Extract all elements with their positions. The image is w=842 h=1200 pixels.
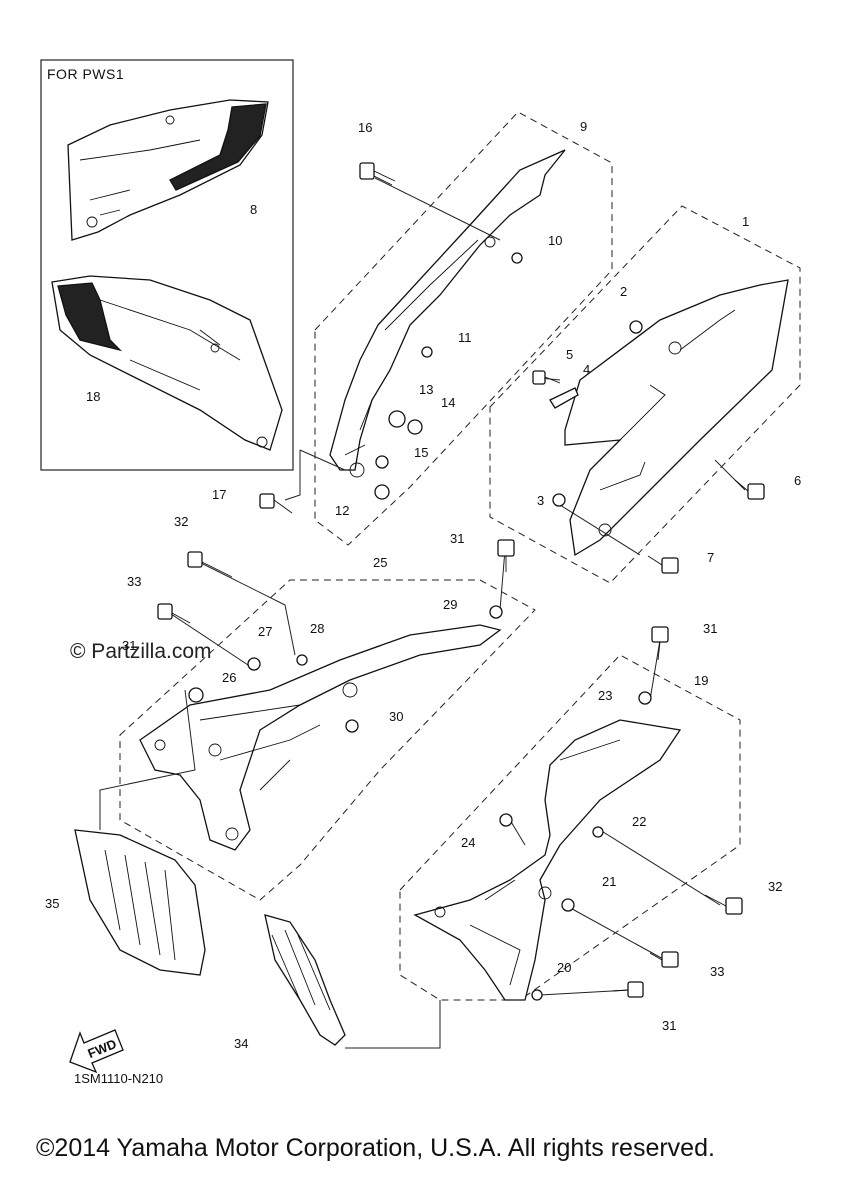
callout-27: 27	[258, 624, 272, 639]
callout-26: 26	[222, 670, 236, 685]
callout-35: 35	[45, 896, 59, 911]
callout-1: 1	[742, 214, 749, 229]
side-cover-1-drawing	[564, 279, 789, 557]
fwd-arrow-icon: FWD	[69, 1029, 124, 1074]
grommet-2-icon	[629, 320, 643, 334]
callout-34: 34	[234, 1036, 248, 1051]
callout-14: 14	[441, 395, 455, 410]
callout-2: 2	[620, 284, 627, 299]
callout-9: 9	[580, 119, 587, 134]
washer-11-icon	[421, 346, 433, 358]
group-9-frame	[314, 111, 613, 546]
bolt-31c-icon	[611, 981, 644, 998]
bolt-6-icon	[734, 479, 765, 500]
bracket-25-drawing	[139, 624, 502, 851]
inset-title: FOR PWS1	[47, 66, 125, 82]
grill-35-drawing	[74, 829, 206, 976]
callout-22: 22	[632, 814, 646, 829]
bolt-33a-icon	[157, 603, 191, 624]
collar-14-icon	[407, 419, 423, 435]
lower-cover-19-drawing	[413, 719, 682, 1001]
callout-4: 4	[583, 362, 590, 377]
grill-34-drawing	[264, 914, 346, 1046]
grommet-30-icon	[345, 719, 359, 733]
clip-4-icon	[549, 387, 579, 409]
group-1-frame	[489, 205, 801, 584]
callout-23: 23	[598, 688, 612, 703]
grommet-3-icon	[552, 493, 566, 507]
callout-33a: 33	[127, 574, 141, 589]
grommet-24-icon	[499, 813, 513, 827]
washer-26-icon	[188, 687, 204, 703]
collar-27-icon	[247, 657, 261, 671]
inset-frame	[40, 59, 294, 471]
callout-17: 17	[212, 487, 226, 502]
callout-19: 19	[694, 673, 708, 688]
callout-6: 6	[794, 473, 801, 488]
collar-22-icon	[592, 826, 604, 838]
leader-lines	[99, 177, 746, 1049]
callout-31b: 31	[122, 638, 136, 653]
callout-16: 16	[358, 120, 372, 135]
side-cover-9-drawing	[329, 149, 566, 478]
bolt-33b-icon	[649, 951, 679, 968]
watermark: © Partzilla.com	[70, 640, 212, 663]
decal-18-drawing	[51, 275, 283, 451]
callout-31d: 31	[662, 1018, 676, 1033]
callout-31a: 31	[450, 531, 464, 546]
washer-23-icon	[638, 691, 652, 705]
callout-10: 10	[548, 233, 562, 248]
callout-32b: 32	[768, 879, 782, 894]
callout-5: 5	[566, 347, 573, 362]
drawing-code: 1SM1110-N210	[74, 1071, 164, 1086]
washer-21-icon	[561, 898, 575, 912]
grommet-20-icon	[531, 989, 543, 1001]
callout-11: 11	[458, 330, 472, 345]
callout-12: 12	[335, 503, 349, 518]
bolt-31a-icon	[497, 539, 515, 572]
washer-15-icon	[375, 455, 389, 469]
damper-13-icon	[388, 410, 406, 428]
copyright-notice: ©2014 Yamaha Motor Corporation, U.S.A. A…	[36, 1134, 715, 1162]
callout-24: 24	[461, 835, 475, 850]
collar-28-icon	[296, 654, 308, 666]
callout-21: 21	[602, 874, 616, 889]
callout-32a: 32	[174, 514, 188, 529]
callout-20: 20	[557, 960, 571, 975]
callout-13: 13	[419, 382, 433, 397]
callout-18: 18	[86, 389, 100, 404]
callout-29: 29	[443, 597, 457, 612]
callout-25: 25	[373, 555, 387, 570]
grommet-10-icon	[511, 252, 523, 264]
decal-8-drawing	[67, 99, 269, 241]
bolt-32b-icon	[704, 894, 743, 915]
callout-labels: 1 2 3 4 5 6 7 8 9 10 11 12 13 14 15 16 1…	[45, 119, 801, 1051]
callout-33b: 33	[710, 964, 724, 979]
callout-30: 30	[389, 709, 403, 724]
bolt-17-icon	[259, 493, 293, 514]
washer-29-icon	[489, 605, 503, 619]
callout-28: 28	[310, 621, 324, 636]
washer-12-icon	[374, 484, 390, 500]
hardware-fasteners	[157, 162, 765, 1001]
callout-7: 7	[707, 550, 714, 565]
callout-3: 3	[537, 493, 544, 508]
callout-31c: 31	[703, 621, 717, 636]
bolt-7-icon	[647, 555, 679, 574]
bolt-16-icon	[359, 162, 396, 186]
bolt-31b-icon	[651, 626, 669, 661]
bolt-32a-icon	[187, 551, 233, 578]
callout-8: 8	[250, 202, 257, 217]
group-25-frame	[119, 579, 536, 901]
bolt-5-icon	[532, 370, 561, 385]
callout-15: 15	[414, 445, 428, 460]
